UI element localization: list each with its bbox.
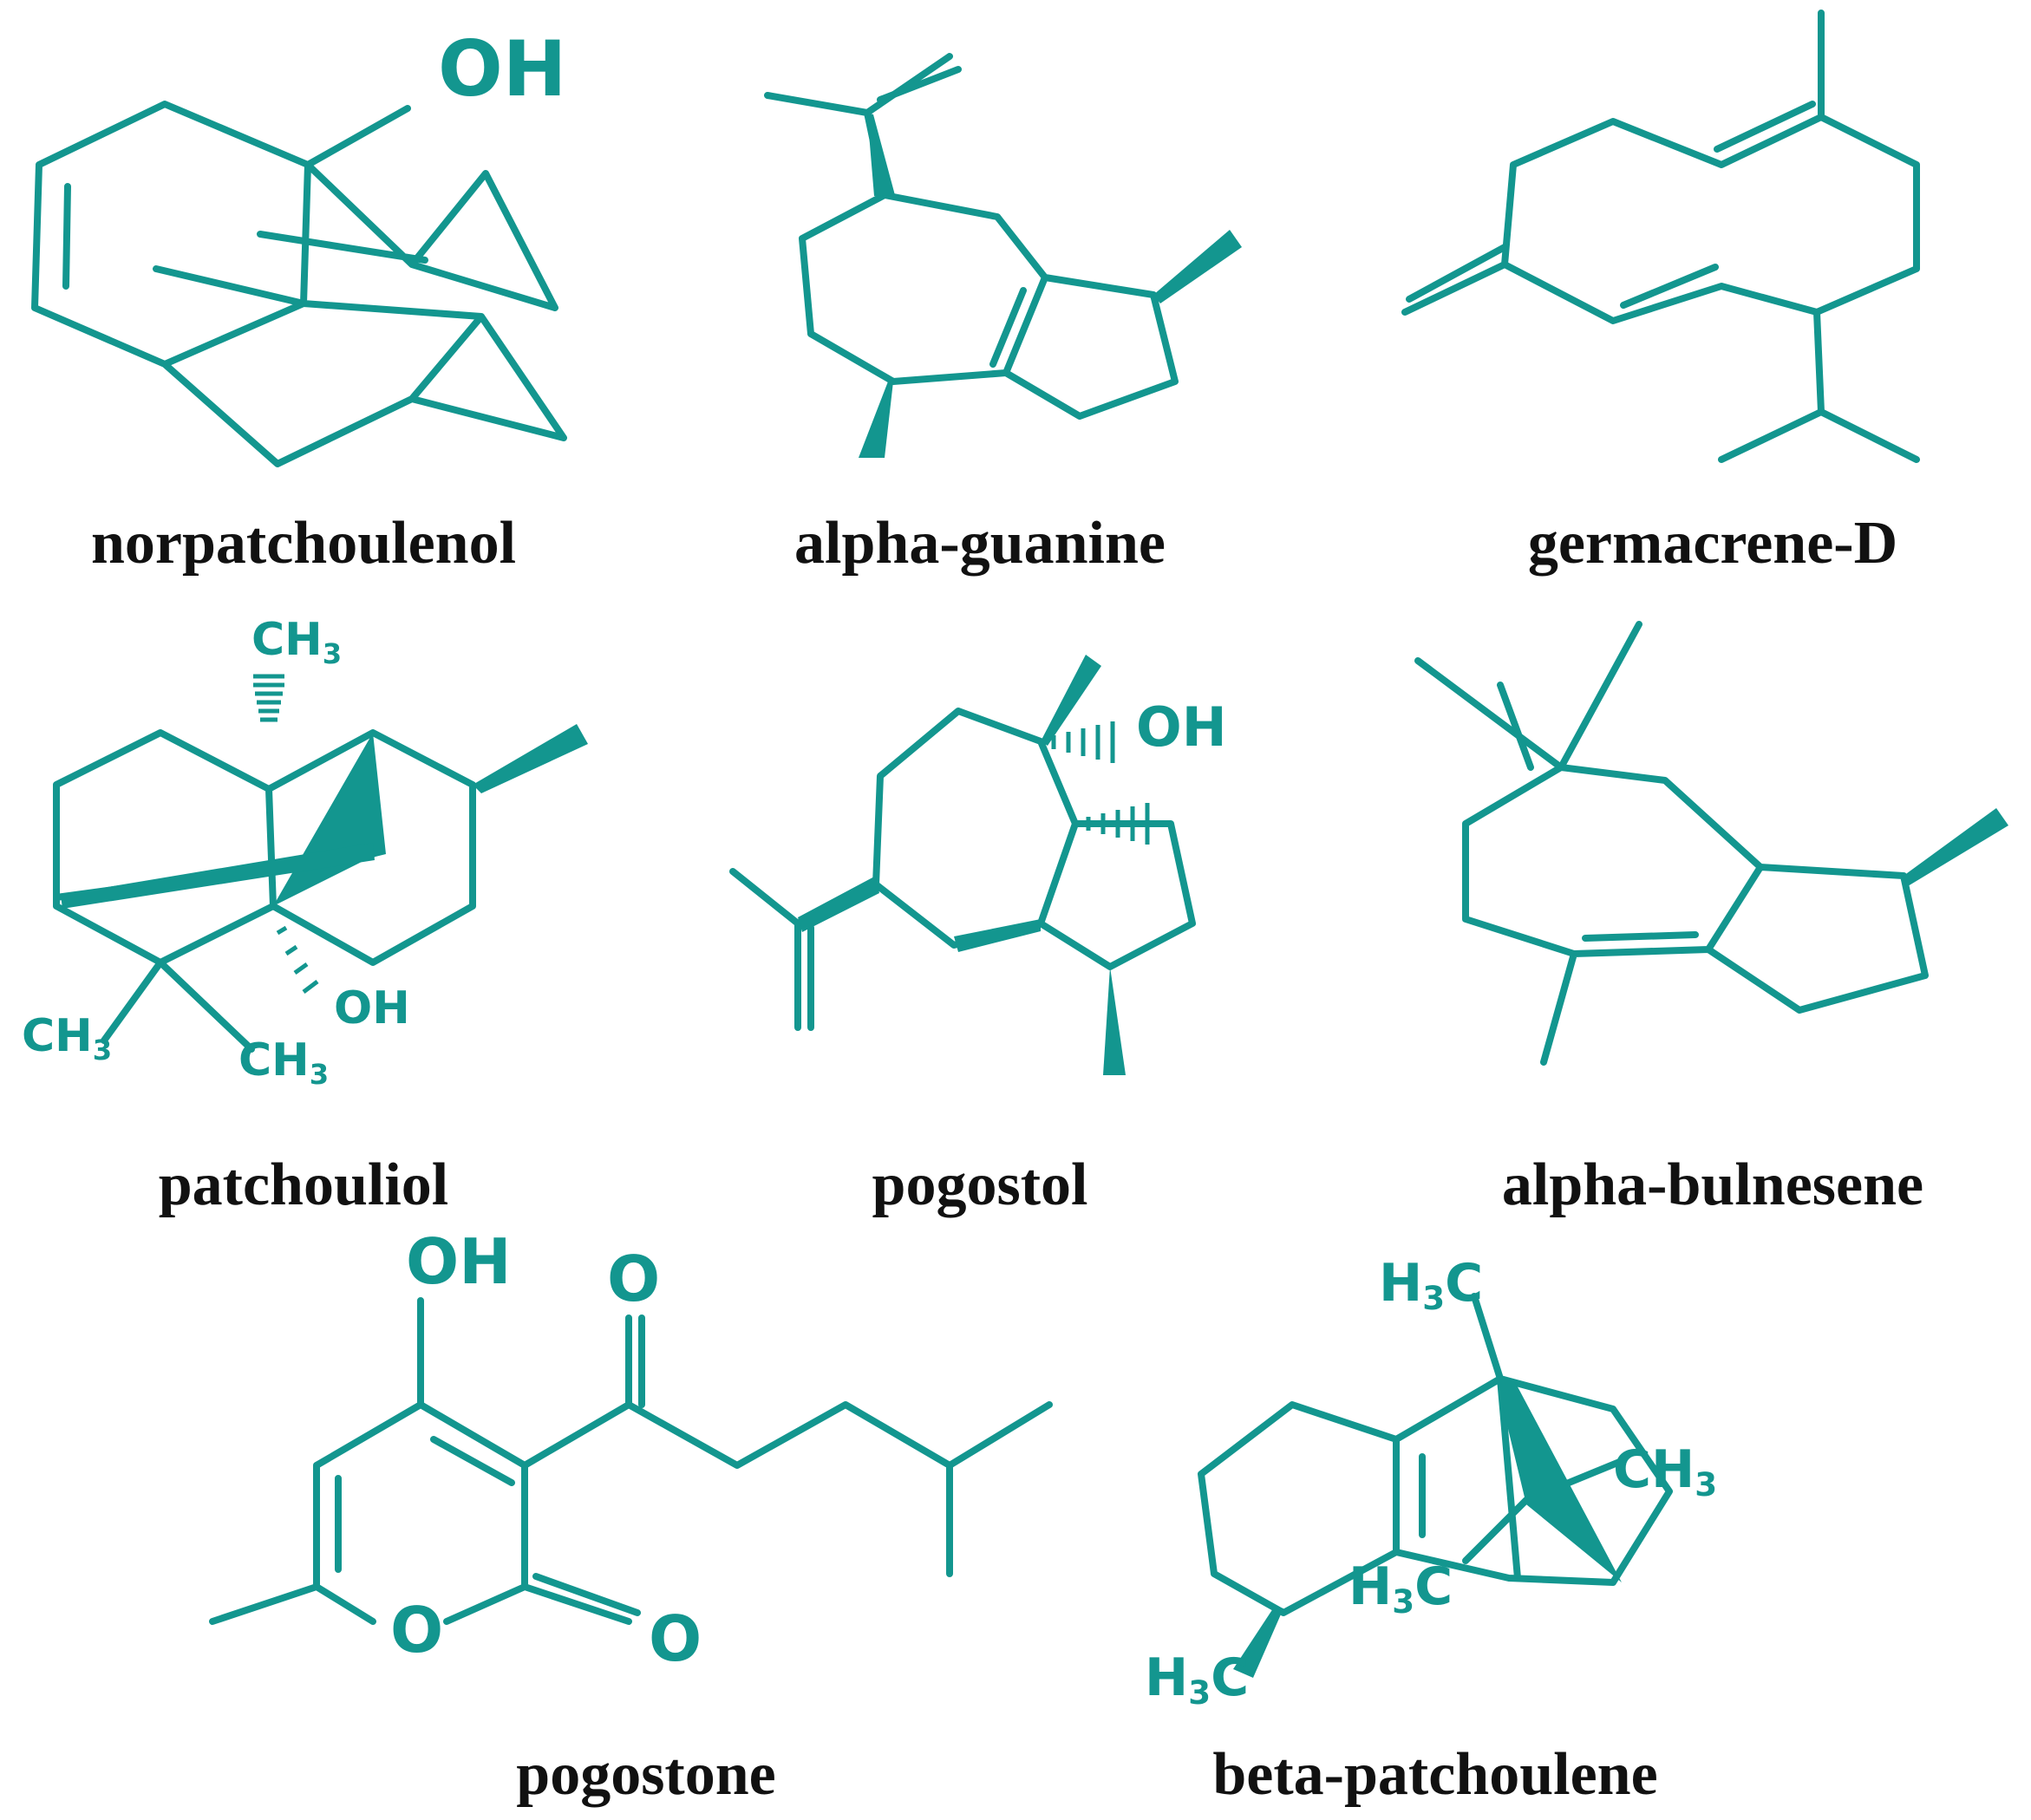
wedge-bond xyxy=(954,919,1041,952)
structure-alpha-guanine xyxy=(764,53,1242,458)
atom-ch3-left: CH3 xyxy=(22,1010,112,1067)
atom-h3c-top: H3C xyxy=(1379,1253,1483,1317)
structure-alpha-bulnesene xyxy=(1414,621,2008,1066)
atom-o-ketone: O xyxy=(607,1243,660,1315)
atom-h3c-low: H3C xyxy=(1145,1647,1249,1712)
label-germacrene-d: germacrene-D xyxy=(1527,510,1898,577)
wedge-bond xyxy=(1041,655,1101,746)
wedge-bond xyxy=(61,843,375,909)
label-alpha-bulnesene: alpha-bulnesene xyxy=(1501,1151,1924,1218)
wedge-bond xyxy=(1153,230,1242,303)
label-pogostol: pogostol xyxy=(872,1151,1088,1218)
atom-ch3-top: CH3 xyxy=(251,614,342,670)
structure-pogostone: OH O O O xyxy=(209,1225,1053,1675)
atom-oh: OH xyxy=(406,1225,511,1298)
label-alpha-guanine: alpha-guanine xyxy=(794,510,1166,577)
wedge-bond xyxy=(1233,1606,1283,1678)
wedge-bond xyxy=(1496,1379,1622,1582)
atom-o-lactone: O xyxy=(649,1602,702,1675)
structure-germacrene-D xyxy=(1401,10,1920,463)
wedge-bond xyxy=(867,113,895,196)
atom-oh: OH xyxy=(334,982,410,1034)
structure-pogostol: OH xyxy=(729,655,1227,1075)
atom-ch3-right: CH3 xyxy=(1613,1439,1717,1504)
atom-oh: OH xyxy=(438,24,566,114)
hashed-bond xyxy=(253,674,319,994)
label-pogostone: pogostone xyxy=(516,1741,776,1808)
structure-beta-patchoulene: H3C CH3 H3C H3C xyxy=(1145,1253,1717,1712)
label-patchouliol: patchouliol xyxy=(158,1151,449,1218)
wedge-bond xyxy=(798,876,879,932)
wedge-bond xyxy=(1904,808,2008,886)
structure-patchouliol: CH3 OH CH3 CH3 xyxy=(22,614,588,1091)
label-norpatchoulenol: norpatchoulenol xyxy=(90,510,517,577)
structure-norpatchoulenol: OH xyxy=(31,24,567,467)
atom-o-ring: O xyxy=(390,1594,443,1667)
atom-ch3-right: CH3 xyxy=(238,1034,329,1091)
atom-h3c-mid: H3C xyxy=(1349,1556,1453,1621)
atom-oh: OH xyxy=(1136,695,1227,759)
wedge-bond xyxy=(859,382,893,458)
label-beta-patchoulene: beta-patchoulene xyxy=(1212,1741,1658,1808)
wedge-bond xyxy=(473,724,588,793)
hashed-bond xyxy=(1051,721,1150,845)
wedge-bond xyxy=(1103,967,1126,1075)
